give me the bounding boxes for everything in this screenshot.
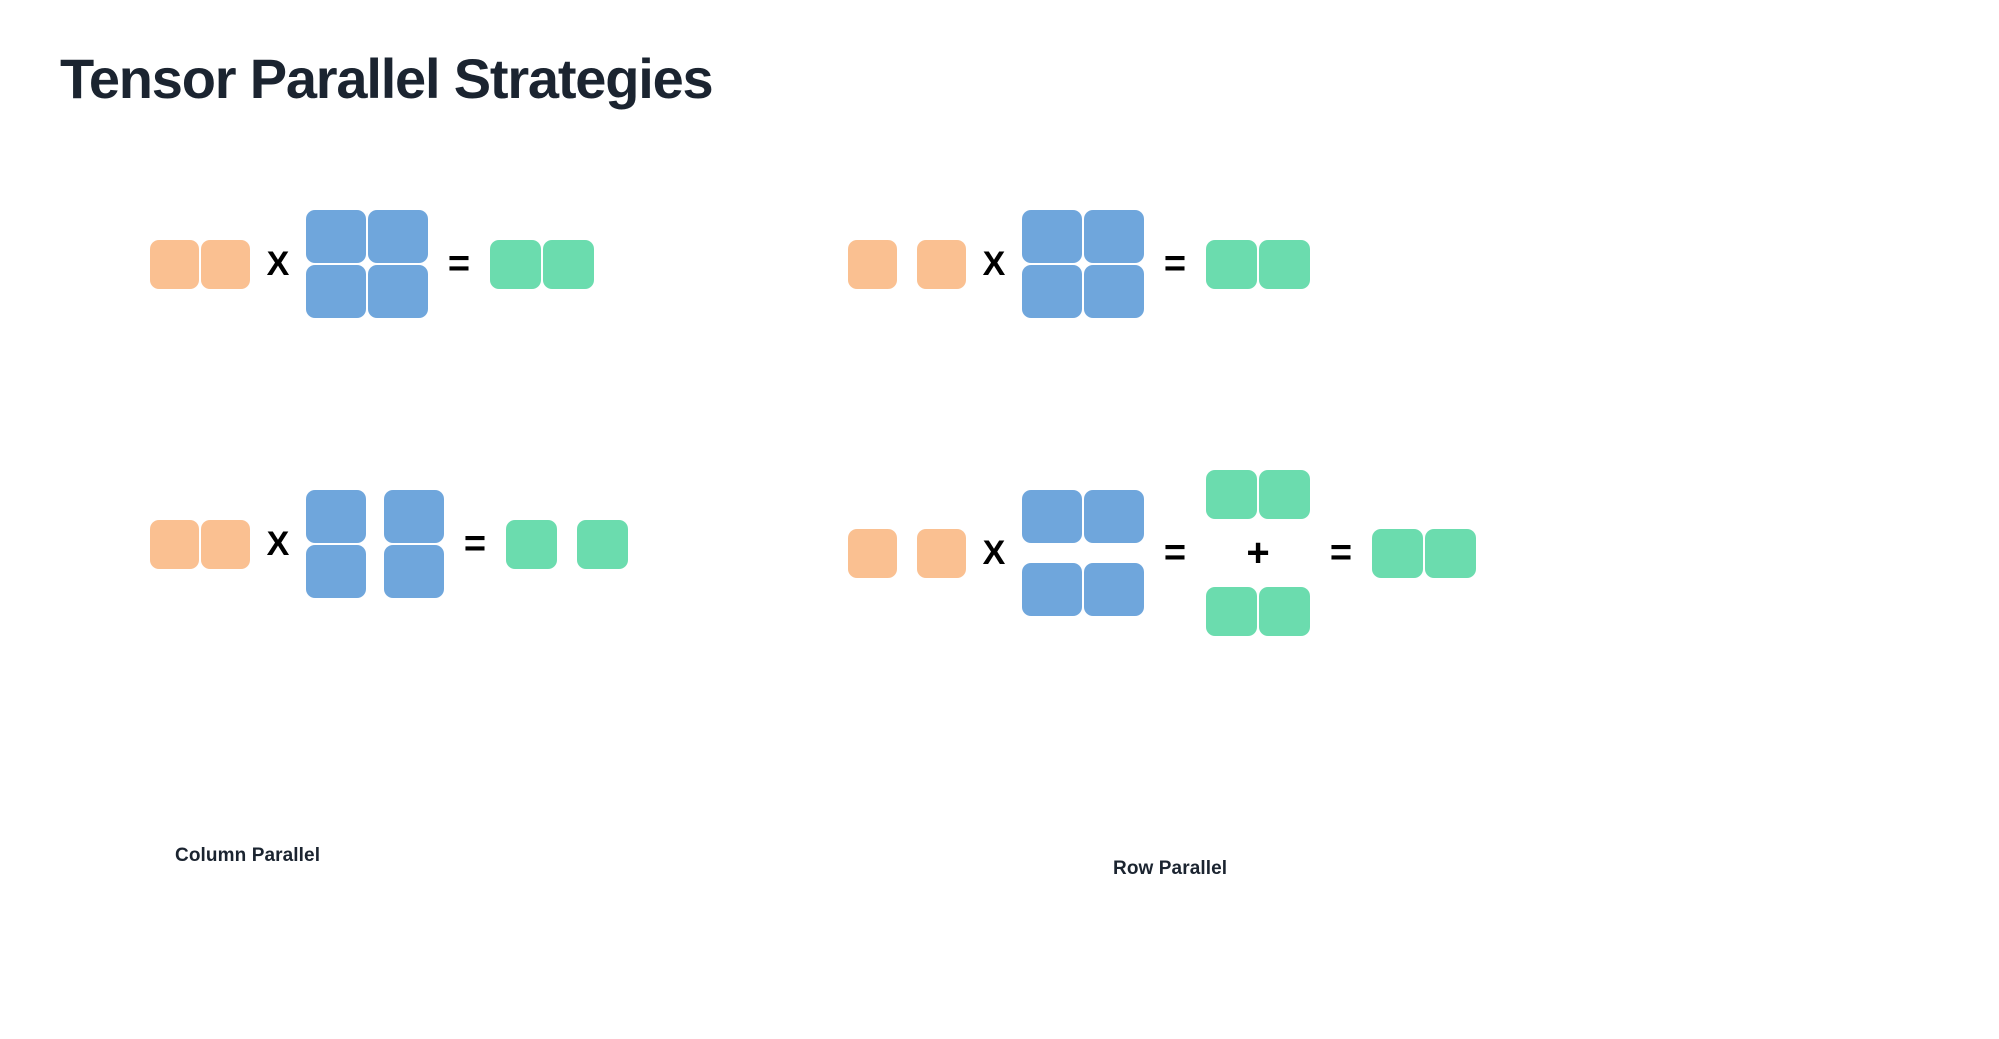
multiply-operator: X bbox=[266, 245, 290, 283]
equals-operator: = bbox=[1163, 532, 1187, 574]
input-cell bbox=[150, 519, 199, 569]
partial-results-stack: + bbox=[1206, 470, 1310, 636]
matrix-row bbox=[848, 528, 966, 578]
strategy-label-row-parallel: Row Parallel bbox=[1113, 858, 1228, 879]
input-activation-matrix bbox=[848, 239, 966, 289]
weight-shard-column bbox=[306, 490, 366, 598]
output-cell bbox=[543, 239, 594, 289]
equation-column-parallel: X = bbox=[150, 490, 628, 598]
weight-cell bbox=[384, 490, 444, 543]
weight-cell bbox=[1022, 490, 1082, 543]
matrix-row bbox=[1206, 587, 1310, 636]
partial-output-cell bbox=[1259, 470, 1310, 519]
weight-shard-row bbox=[1022, 490, 1144, 543]
weight-cell bbox=[368, 210, 428, 263]
equation-top-left: X = bbox=[150, 210, 594, 318]
weight-cell bbox=[306, 490, 366, 543]
input-cell bbox=[201, 519, 250, 569]
input-activation-matrix bbox=[848, 528, 966, 578]
diagram-quadrant-bottom-right: X = + bbox=[848, 470, 1476, 636]
input-cell bbox=[201, 239, 250, 289]
matrix-row bbox=[1206, 470, 1310, 519]
weight-matrix-column-sharded bbox=[306, 490, 444, 598]
output-cell bbox=[490, 239, 541, 289]
matrix-row bbox=[1206, 239, 1310, 289]
weight-cell bbox=[1084, 563, 1144, 616]
output-cell bbox=[1372, 528, 1423, 578]
matrix-row bbox=[306, 265, 428, 318]
output-activation-matrix bbox=[490, 239, 594, 289]
matrix-row bbox=[150, 239, 250, 289]
equation-top-right: X = bbox=[848, 210, 1310, 318]
output-cell bbox=[1206, 239, 1257, 289]
partial-output-cell bbox=[1259, 587, 1310, 636]
weight-cell bbox=[1084, 265, 1144, 318]
input-activation-matrix bbox=[150, 519, 250, 569]
plus-operator: + bbox=[1246, 531, 1270, 575]
output-activation-matrix-sharded bbox=[506, 519, 628, 569]
partial-output-cell bbox=[1206, 470, 1257, 519]
input-cell bbox=[150, 239, 199, 289]
input-cell bbox=[848, 239, 897, 289]
output-cell bbox=[1259, 239, 1310, 289]
multiply-operator: X bbox=[266, 525, 290, 563]
equation-row-parallel: X = + bbox=[848, 470, 1476, 636]
output-cell bbox=[1425, 528, 1476, 578]
matrix-row bbox=[150, 519, 250, 569]
multiply-operator: X bbox=[982, 245, 1006, 283]
input-activation-matrix bbox=[150, 239, 250, 289]
matrix-row bbox=[506, 519, 628, 569]
weight-cell bbox=[1084, 210, 1144, 263]
partial-output-cell bbox=[1206, 587, 1257, 636]
weight-shard-column bbox=[384, 490, 444, 598]
weight-cell bbox=[306, 265, 366, 318]
weight-cell bbox=[1022, 265, 1082, 318]
partial-output-matrix bbox=[1206, 587, 1310, 636]
input-cell bbox=[917, 528, 966, 578]
output-cell bbox=[577, 519, 628, 569]
input-cell bbox=[848, 528, 897, 578]
page-title: Tensor Parallel Strategies bbox=[60, 47, 714, 110]
diagram-quadrant-bottom-left: X = bbox=[150, 490, 628, 598]
equals-operator-final: = bbox=[1329, 532, 1353, 574]
multiply-operator: X bbox=[982, 534, 1006, 572]
weight-cell bbox=[306, 210, 366, 263]
matrix-row bbox=[490, 239, 594, 289]
weight-cell bbox=[306, 545, 366, 598]
output-cell bbox=[506, 519, 557, 569]
weight-cell bbox=[384, 545, 444, 598]
partial-output-matrix bbox=[1206, 470, 1310, 519]
weight-shard-row bbox=[1022, 563, 1144, 616]
equals-operator: = bbox=[1163, 243, 1187, 285]
matrix-row bbox=[1372, 528, 1476, 578]
matrix-row bbox=[1022, 210, 1144, 263]
strategy-label-column-parallel: Column Parallel bbox=[175, 845, 321, 866]
weight-matrix-row-sharded bbox=[1022, 490, 1144, 616]
equals-operator: = bbox=[447, 243, 471, 285]
weight-cell bbox=[1022, 563, 1082, 616]
weight-cell bbox=[1084, 490, 1144, 543]
matrix-row bbox=[848, 239, 966, 289]
diagram-quadrant-top-left: X = bbox=[150, 210, 594, 318]
weight-cell bbox=[368, 265, 428, 318]
output-activation-matrix bbox=[1372, 528, 1476, 578]
output-activation-matrix bbox=[1206, 239, 1310, 289]
diagram-quadrant-top-right: X = bbox=[848, 210, 1310, 318]
equals-operator: = bbox=[463, 523, 487, 565]
weight-matrix bbox=[306, 210, 428, 318]
matrix-row bbox=[306, 210, 428, 263]
weight-cell bbox=[1022, 210, 1082, 263]
input-cell bbox=[917, 239, 966, 289]
weight-matrix bbox=[1022, 210, 1144, 318]
matrix-row bbox=[1022, 265, 1144, 318]
